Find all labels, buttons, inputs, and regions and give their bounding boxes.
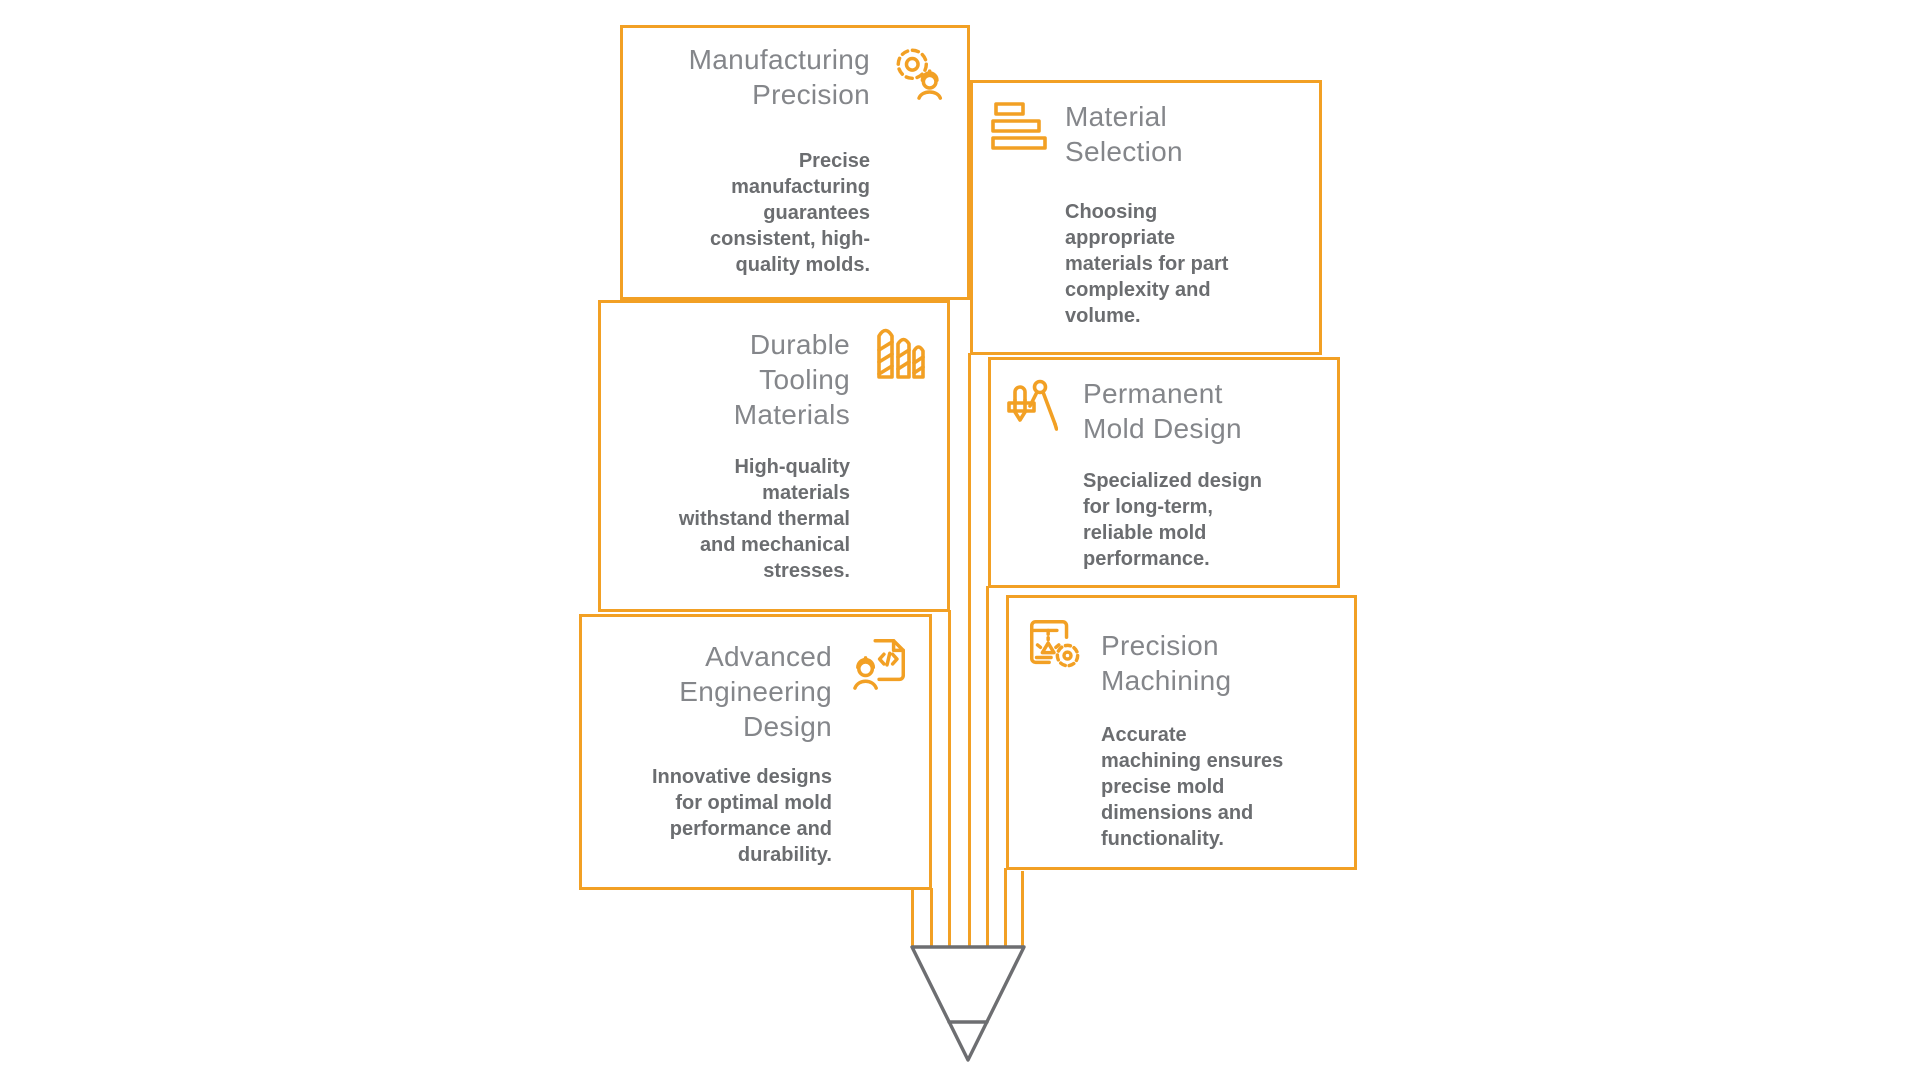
pencil-tip-icon [910, 945, 1026, 1062]
engineer-code-document-icon [853, 633, 911, 691]
pencil-body-line [968, 353, 971, 948]
pencil-body-line [948, 610, 951, 948]
stacked-layers-icon [988, 99, 1050, 155]
card-advanced-engineering-design: Advanced Engineering Design Innovative d… [579, 614, 932, 890]
card-body: High-quality materials withstand thermal… [678, 456, 850, 582]
gear-engineer-icon [891, 44, 949, 102]
card-manufacturing-precision: Manufacturing Precision Precise manufact… [620, 25, 970, 300]
card-body: Choosing appropriate materials for part … [1065, 201, 1229, 327]
drafting-compass-icon [1006, 376, 1058, 438]
pencil-body-line [1021, 871, 1024, 948]
pencil-body-line [1004, 868, 1007, 948]
card-title: Permanent Mold Design [1083, 378, 1242, 444]
pencil-body-line [986, 586, 989, 948]
card-title: Durable Tooling Materials [733, 329, 850, 430]
card-body: Specialized design for long-term, reliab… [1083, 470, 1262, 570]
card-body: Accurate machining ensures precise mold … [1101, 724, 1284, 850]
card-title: Manufacturing Precision [688, 44, 870, 110]
pencil-body-line [911, 888, 914, 948]
card-precision-machining: Precision Machining Accurate machining e… [1006, 595, 1357, 870]
card-body: Precise manufacturing guarantees consist… [710, 150, 870, 276]
machining-gear-icon [1024, 614, 1082, 672]
card-title: Material Selection [1065, 101, 1183, 167]
card-permanent-mold-design: Permanent Mold Design Specialized design… [988, 357, 1340, 588]
card-material-selection: Material Selection Choosing appropriate … [970, 80, 1322, 355]
card-title: Precision Machining [1101, 630, 1232, 696]
drill-bits-icon [873, 319, 929, 381]
card-title: Advanced Engineering Design [679, 641, 832, 742]
card-body: Innovative designs for optimal mold perf… [651, 766, 832, 866]
card-durable-tooling-materials: Durable Tooling Materials High-quality m… [598, 300, 950, 612]
pencil-body-line [930, 888, 933, 948]
